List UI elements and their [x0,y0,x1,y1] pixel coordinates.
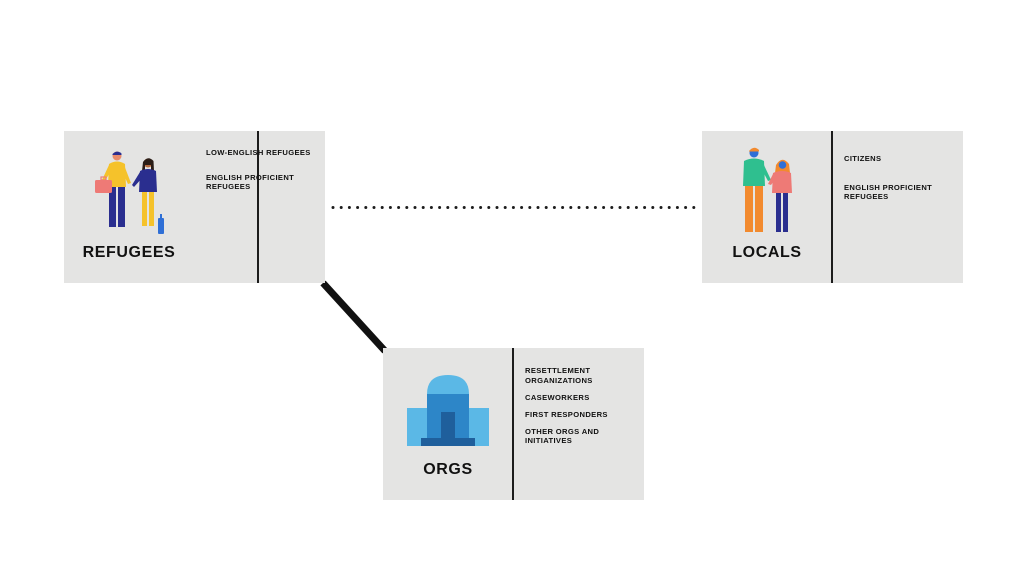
edge-refugees-orgs [320,280,388,354]
locals-couple-icon [743,147,792,232]
refugees-divider [257,131,259,283]
locals-divider [831,131,833,283]
refugees-panel: REFUGEES [64,131,194,283]
orgs-box: ORGS RESETTLEMENT ORGANIZATIONS CASEWORK… [383,348,644,500]
refugees-box: REFUGEES LOW-ENGLISH REFUGEES ENGLISH PR… [64,131,325,283]
list-item: LOW-ENGLISH REFUGEES [206,148,311,157]
list-item: OTHER ORGS AND INITIATIVES [525,426,600,446]
list-item: CITIZENS [844,154,882,163]
orgs-list: RESETTLEMENT ORGANIZATIONS CASEWORKERS F… [525,366,635,454]
list-item: CASEWORKERS [525,392,590,402]
locals-panel: LOCALS [702,131,832,283]
building-icon [407,375,489,446]
list-item: RESETTLEMENT ORGANIZATIONS [525,366,593,385]
list-item: ENGLISH PROFICIENT REFUGEES [206,172,295,192]
refugees-family-icon [95,151,164,234]
refugees-list: LOW-ENGLISH REFUGEES ENGLISH PROFICIENT … [206,148,316,207]
list-item: FIRST RESPONDERS [525,409,608,419]
locals-title: LOCALS [732,244,802,261]
orgs-panel: ORGS [383,348,513,500]
refugees-title: REFUGEES [82,244,176,261]
orgs-title: ORGS [423,461,473,478]
locals-box: LOCALS CITIZENS ENGLISH PROFICIENT REFUG… [702,131,963,283]
list-item: ENGLISH PROFICIENT REFUGEES [844,182,933,202]
orgs-divider [512,348,514,500]
locals-list: CITIZENS ENGLISH PROFICIENT REFUGEES [844,154,954,221]
